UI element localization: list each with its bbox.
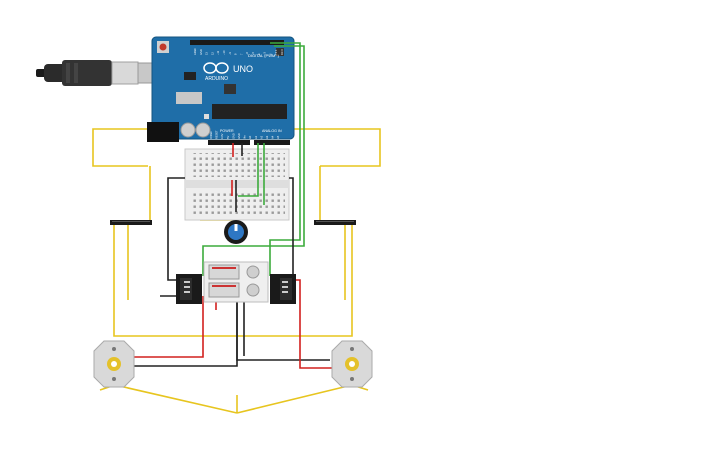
pin-label: Vin [243, 135, 247, 139]
pin-label: ~10 [222, 50, 226, 55]
pin-label: A5 [276, 135, 280, 139]
pin-label: GND [231, 133, 235, 139]
digital-header[interactable] [190, 40, 284, 45]
black-wires [134, 143, 330, 367]
pin-label: AREF [193, 48, 197, 55]
atmega-chip [212, 104, 287, 119]
battery-holder-right[interactable] [314, 220, 356, 225]
power-label: POWER [220, 129, 234, 133]
model-label: UNO [233, 64, 253, 74]
pin-label: 8 [234, 53, 238, 55]
pin-label: 13 [205, 52, 209, 55]
pin-label: A2 [259, 135, 263, 139]
motor-driver-left[interactable] [176, 274, 202, 304]
pin-label: RESET [215, 130, 219, 139]
usb-cable[interactable] [36, 60, 169, 86]
arduino-uno-board[interactable]: ARDUINO UNO DIGITAL (PWM~) POWER ANALOG … [147, 36, 295, 145]
arduino-logo-icon [203, 62, 229, 74]
pin-label: IOREF [209, 131, 213, 139]
power-header[interactable] [208, 140, 250, 145]
digital-label: DIGITAL (PWM~) [248, 53, 280, 58]
pin-label: A1 [254, 135, 258, 139]
pin-label: A0 [248, 135, 252, 139]
brand-label: ARDUINO [205, 76, 228, 82]
mini-breadboard[interactable] [184, 148, 290, 221]
battery-holder-left[interactable] [110, 220, 152, 225]
pin-label: GND [237, 133, 241, 139]
dc-motor-left[interactable] [93, 340, 135, 388]
motor-driver-right[interactable] [270, 274, 296, 304]
pin-label: 3.3V [220, 133, 224, 139]
pin-label: ~11 [216, 50, 220, 55]
pin-label: GND [199, 49, 203, 55]
pin-label: TX 1 [274, 49, 278, 55]
analog-label: ANALOG IN [262, 129, 282, 133]
analog-header[interactable] [254, 140, 290, 145]
green-wires [202, 42, 305, 276]
pin-label: 2 [268, 53, 272, 55]
pin-label: 12 [210, 52, 214, 55]
pin-label: ~5 [251, 51, 255, 55]
pin-label: ~6 [245, 51, 249, 55]
pin-label: A4 [271, 135, 275, 139]
pin-label: 7 [239, 53, 243, 55]
pin-label: A3 [265, 135, 269, 139]
pin-label: 5V [226, 136, 230, 139]
pin-label: ~9 [228, 51, 232, 55]
dual-relay-module[interactable] [203, 261, 269, 303]
red-wires [134, 143, 332, 369]
dc-motor-right[interactable] [331, 340, 373, 388]
pin-label: ~3 [263, 51, 267, 55]
potentiometer[interactable] [224, 220, 248, 244]
pin-label: RX 0 [280, 49, 284, 55]
pin-label: 4 [257, 53, 261, 55]
